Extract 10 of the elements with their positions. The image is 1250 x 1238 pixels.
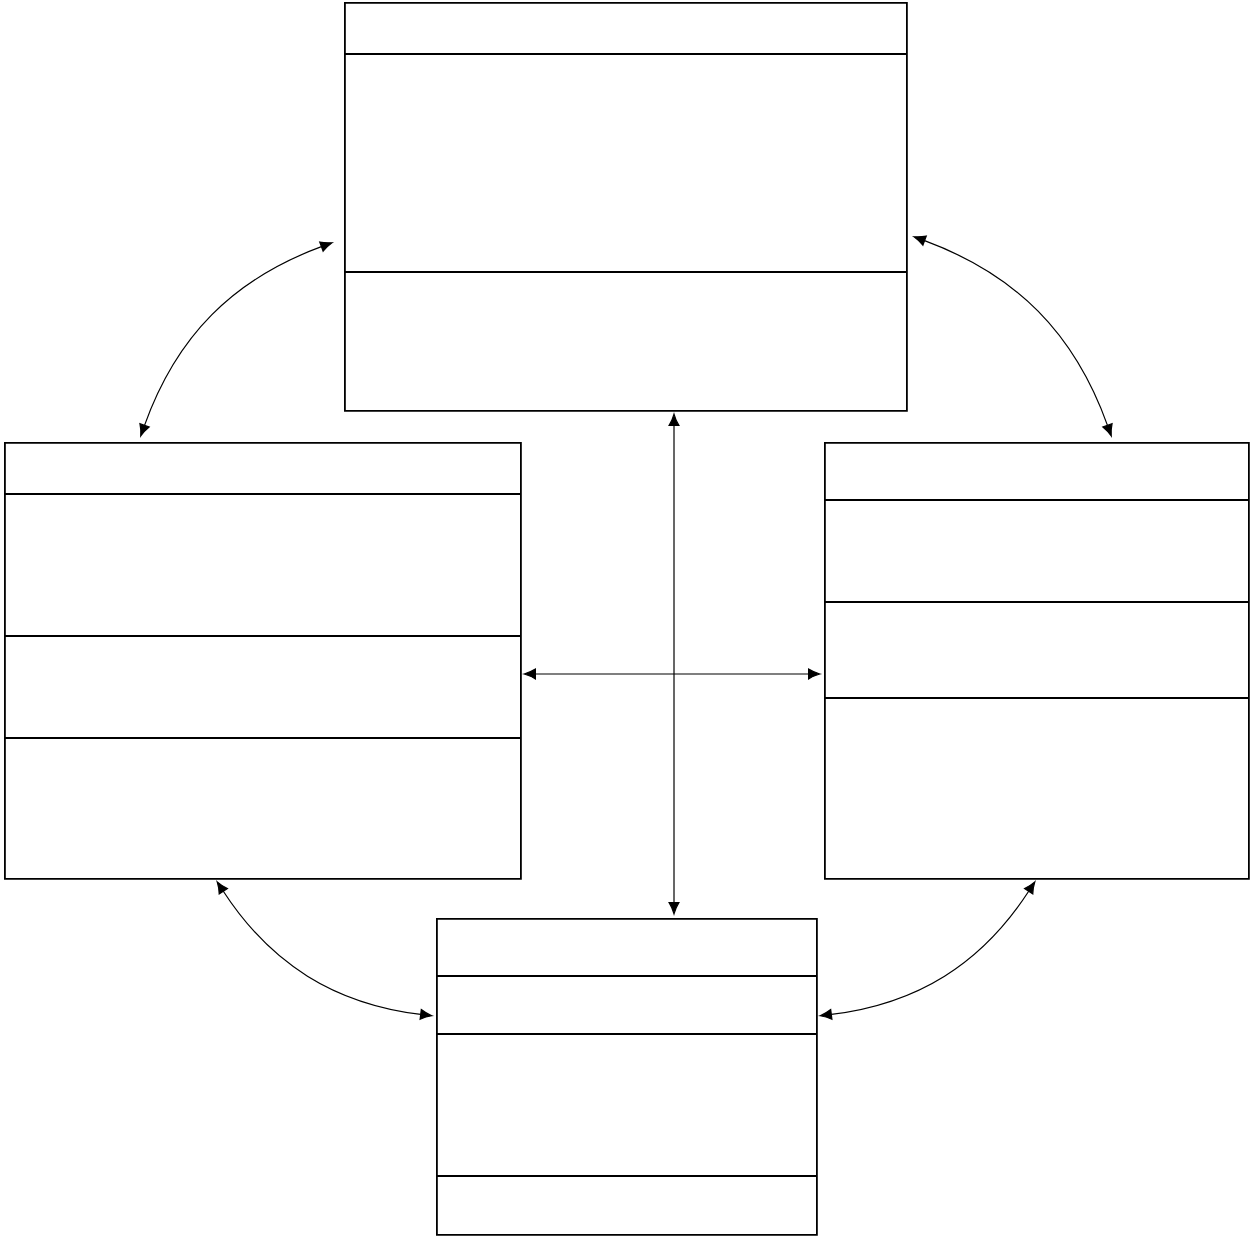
arrow [216, 881, 433, 1020]
arrow [139, 241, 333, 437]
arrow [523, 668, 821, 680]
arrow [913, 235, 1113, 437]
arrow [668, 413, 680, 915]
class-box [3, 442, 522, 880]
arrow [819, 881, 1036, 1020]
class-box [823, 442, 1250, 880]
class-box [343, 2, 908, 412]
class-box [435, 918, 818, 1236]
